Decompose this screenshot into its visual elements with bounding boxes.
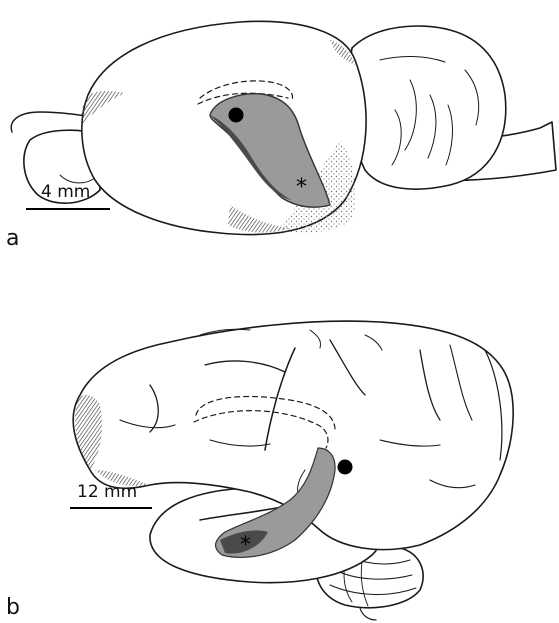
asterisk-marker-b: * <box>240 533 251 558</box>
panel-a-brain <box>11 21 556 234</box>
scale-label-b: 12 mm <box>77 484 137 501</box>
filled-circle-marker-a <box>229 108 244 123</box>
cerebellum-a <box>349 26 506 189</box>
panel-b-brain <box>73 321 513 620</box>
panel-label-b: b <box>6 597 20 619</box>
panel-label-a: a <box>6 228 19 250</box>
filled-circle-marker-b <box>338 460 353 475</box>
asterisk-marker-a: * <box>296 175 307 200</box>
scale-label-a: 4 mm <box>41 184 90 201</box>
